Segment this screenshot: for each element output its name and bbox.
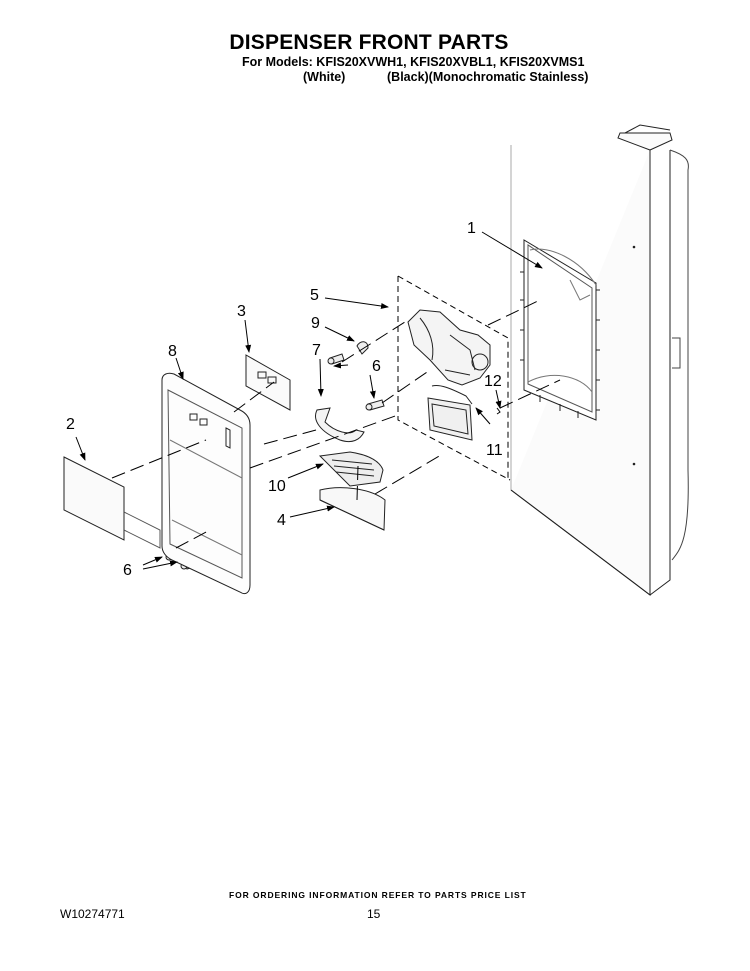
part-5-actuator-assembly xyxy=(407,309,491,386)
part-7-light-cover xyxy=(315,407,365,443)
callout-8: 8 xyxy=(168,343,177,360)
ordering-note: FOR ORDERING INFORMATION REFER TO PARTS … xyxy=(229,890,527,900)
page-title: DISPENSER FRONT PARTS xyxy=(229,31,509,54)
callout-5: 5 xyxy=(310,287,319,304)
callout-6-upper: 6 xyxy=(372,358,381,375)
callout-2: 2 xyxy=(66,416,75,433)
part-3-control-board xyxy=(245,354,291,411)
leader-arrows xyxy=(75,231,543,570)
part-10-grille xyxy=(318,451,384,487)
model-variants: (White) (Black)(Monochromatic Stainless) xyxy=(303,70,588,84)
document-number: W10274771 xyxy=(60,907,125,921)
callout-10: 10 xyxy=(268,478,286,495)
part-11-paddle xyxy=(427,385,473,441)
part-2-panel xyxy=(63,456,161,549)
part-4-drip-tray xyxy=(319,487,386,531)
part-8-dispenser-frame xyxy=(161,372,251,595)
part-5-dashed-outline xyxy=(397,275,511,481)
callout-3: 3 xyxy=(237,303,246,320)
part-9-clip xyxy=(356,341,369,355)
models-line: For Models: KFIS20XVWH1, KFIS20XVBL1, KF… xyxy=(242,55,585,69)
page-number: 15 xyxy=(367,907,381,921)
callout-4: 4 xyxy=(277,512,286,529)
callout-11: 11 xyxy=(486,442,503,459)
callout-9: 9 xyxy=(311,315,320,332)
assembly-lines xyxy=(111,299,561,549)
variant-black-monochromatic: (Black)(Monochromatic Stainless) xyxy=(387,70,589,84)
part-12-spring xyxy=(496,407,501,415)
variant-white: (White) xyxy=(303,70,346,84)
callout-7: 7 xyxy=(312,342,321,359)
part-1-housing xyxy=(520,239,600,421)
callout-6-lower: 6 xyxy=(123,562,132,579)
callout-12: 12 xyxy=(484,373,502,390)
callout-1: 1 xyxy=(467,220,476,237)
